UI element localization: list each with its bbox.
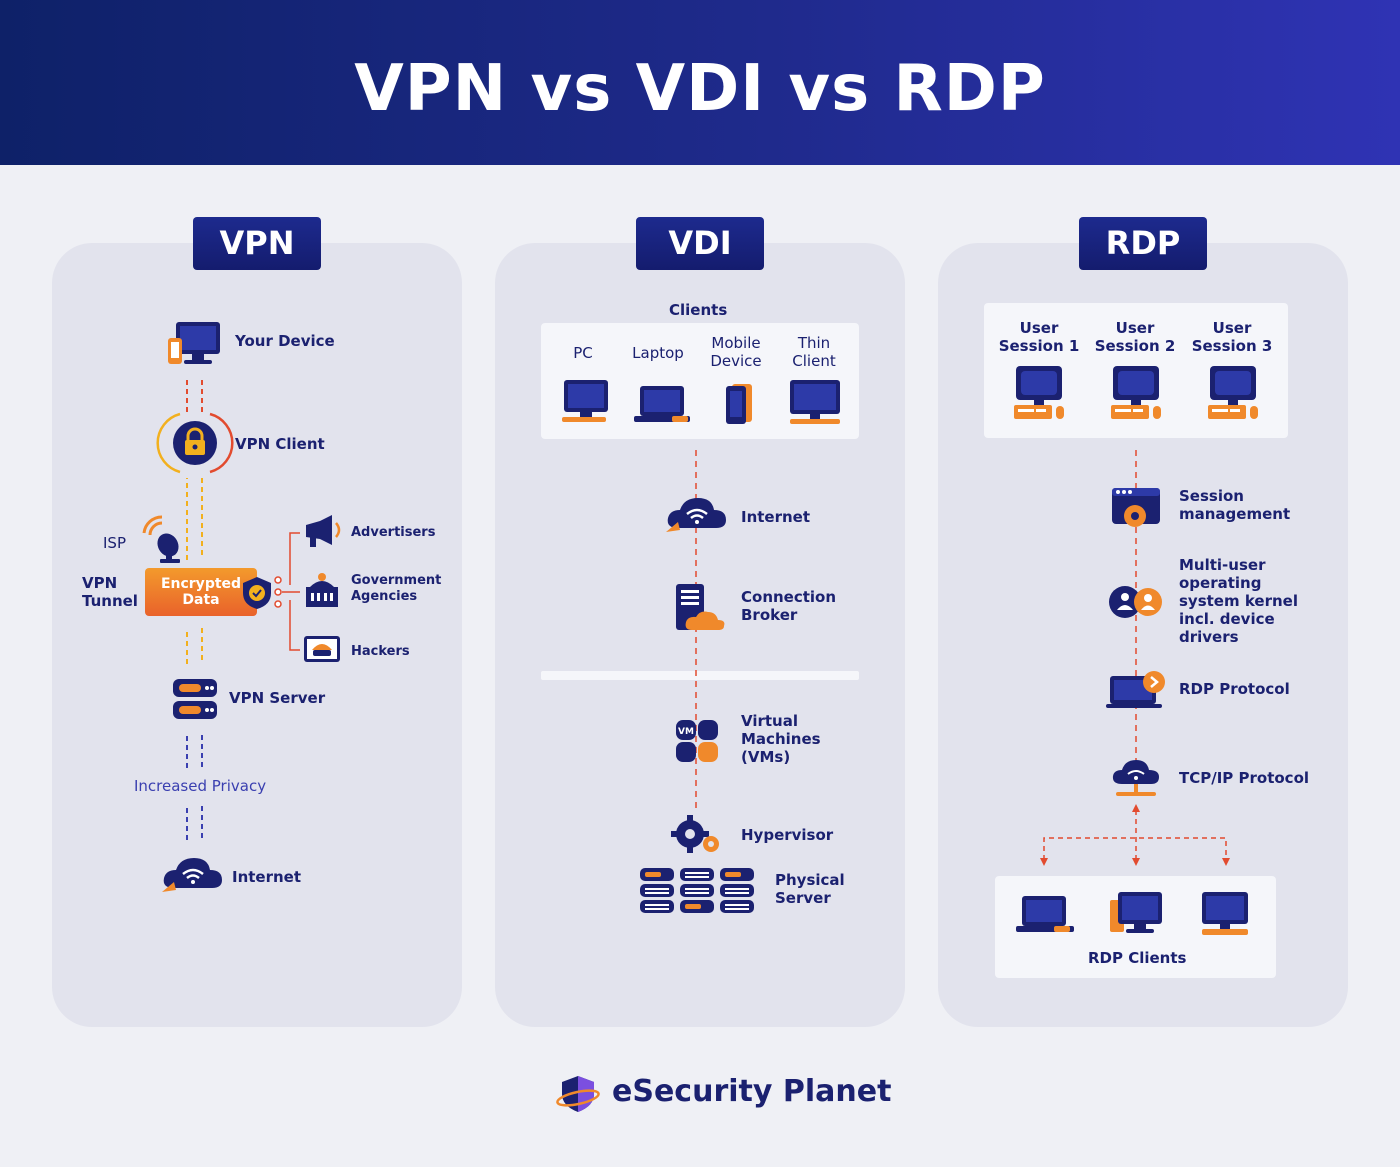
mobile-device-icon (726, 384, 752, 424)
client-mobile-label: Mobile Device (710, 334, 762, 370)
vpn-badge: VPN (193, 217, 321, 270)
tcpip-cloud-icon (1112, 760, 1159, 796)
vpn-internet-label: Internet (232, 868, 302, 886)
thin-client-icon (790, 380, 840, 424)
cloud-wifi-icon (162, 858, 222, 892)
vpn-panel (52, 243, 462, 1027)
increased-privacy-label: Increased Privacy (134, 777, 267, 795)
hacker-icon (304, 636, 340, 662)
rdp-protocol-laptop-icon (1106, 671, 1165, 708)
pc-icon (562, 380, 608, 422)
rdp-client-thin-icon (1202, 892, 1248, 935)
session2-computer-icon (1111, 366, 1161, 419)
session2-label: User Session 2 (1094, 319, 1176, 355)
virtual-machines-icon: VM (676, 720, 718, 762)
multi-user-icon (1109, 586, 1162, 618)
satellite-dish-icon (142, 515, 180, 563)
encrypted-data-box: Encrypted Data (145, 568, 257, 616)
connection-broker-icon (676, 584, 725, 630)
your-device-label: Your Device (235, 332, 335, 350)
lock-icon (173, 421, 217, 465)
esecurity-planet-logo-icon (556, 1076, 600, 1112)
session1-label: User Session 1 (998, 319, 1080, 355)
vpn-server-icon (173, 679, 217, 719)
clients-heading: Clients (669, 301, 728, 319)
vpn-client-label: VPN Client (235, 435, 325, 453)
your-device-icon (168, 322, 220, 364)
connection-broker-label: Connection Broker (741, 588, 837, 624)
advertisers-label: Advertisers (351, 525, 436, 540)
isp-label: ISP (103, 534, 126, 552)
header-banner (0, 0, 1400, 165)
session3-computer-icon (1208, 366, 1258, 419)
physical-server-label: Physical Server (775, 871, 845, 907)
vdi-badge: VDI (636, 217, 764, 270)
hypervisor-gears-icon (671, 815, 719, 853)
session3-label: User Session 3 (1191, 319, 1273, 355)
rdp-client-laptop-icon (1016, 896, 1074, 932)
megaphone-icon (306, 515, 341, 547)
vpn-server-label: VPN Server (229, 689, 326, 707)
vdi-divider (541, 671, 859, 680)
page-title: VPN vs VDI vs RDP (354, 52, 1046, 126)
rdp-client-desktop-icon (1110, 892, 1162, 933)
footer-brand: eSecurity Planet (612, 1074, 892, 1109)
kernel-label: Multi-user operating system kernel incl.… (1179, 556, 1298, 646)
virtual-machines-label: Virtual Machines (VMs) (741, 712, 821, 766)
vm-tag: VM (678, 727, 694, 737)
tcpip-protocol-label: TCP/IP Protocol (1179, 769, 1310, 787)
physical-server-icon (640, 868, 754, 913)
vdi-cloud-wifi-icon (666, 498, 726, 532)
vdi-internet-label: Internet (741, 508, 811, 526)
hypervisor-label: Hypervisor (741, 826, 834, 844)
government-building-icon (306, 573, 338, 607)
session1-computer-icon (1014, 366, 1064, 419)
session-management-label: Session management (1179, 487, 1291, 523)
vpn-tunnel-label: VPN Tunnel (82, 574, 138, 610)
rdp-protocol-label: RDP Protocol (1179, 680, 1290, 698)
session-management-icon (1112, 488, 1160, 527)
client-laptop-label: Laptop (632, 344, 684, 362)
rdp-clients-label: RDP Clients (1088, 949, 1187, 967)
client-pc-label: PC (573, 344, 593, 362)
hackers-label: Hackers (351, 644, 410, 659)
rdp-badge: RDP (1079, 217, 1207, 270)
government-label: Government Agencies (351, 573, 442, 604)
laptop-icon (634, 386, 690, 422)
client-thin-label: Thin Client (792, 334, 836, 370)
shield-check-icon (243, 577, 271, 609)
